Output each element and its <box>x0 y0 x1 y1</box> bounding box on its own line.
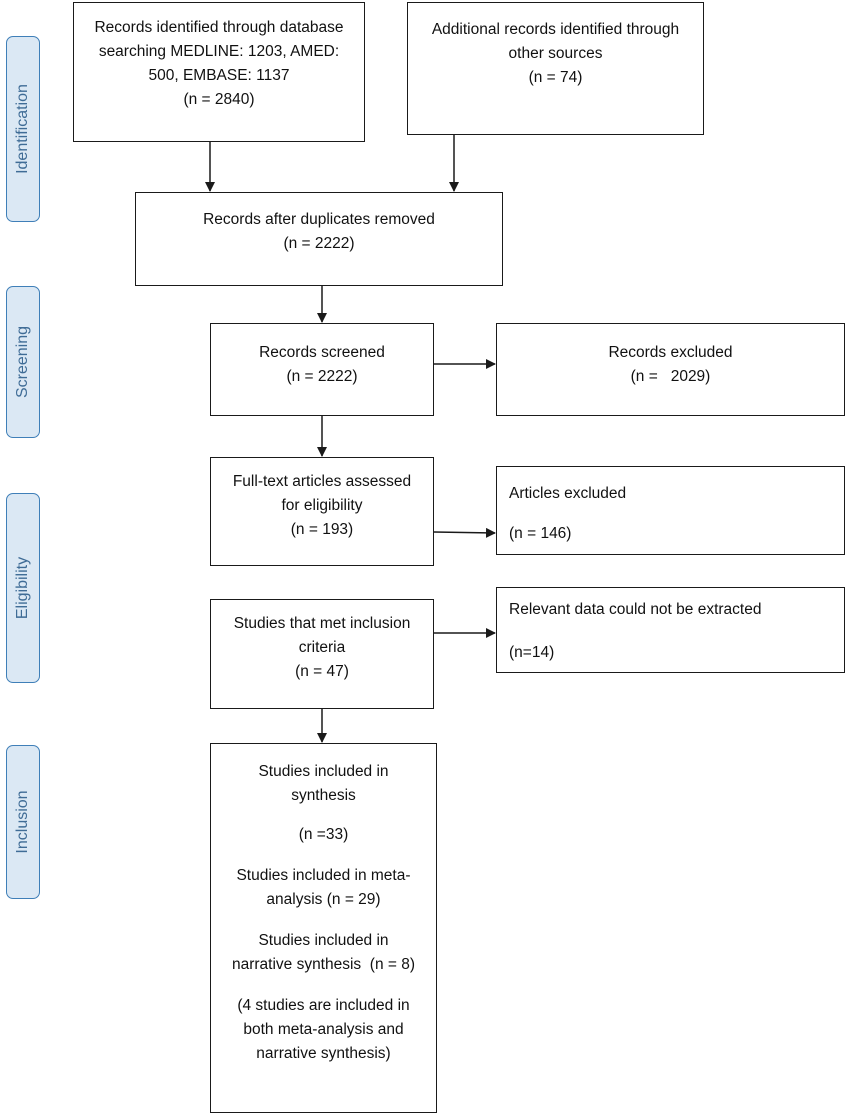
included-note-line3: narrative synthesis) <box>256 1045 391 1062</box>
records-excluded-label: Records excluded <box>608 344 733 361</box>
phase-identification: Identification <box>6 36 40 222</box>
additional-records-line1: Additional records identified through <box>431 21 680 38</box>
records-screened-label: Records screened <box>259 344 385 361</box>
met-criteria-box: Studies that met inclusion criteria (n =… <box>210 599 434 709</box>
included-synthesis-line1: Studies included in <box>258 763 389 780</box>
data-not-extracted-label: Relevant data could not be extracted <box>509 601 762 618</box>
duplicates-removed-count: (n = 2222) <box>283 235 355 252</box>
additional-records-box: Additional records identified through ot… <box>407 2 704 135</box>
database-records-line3: 500, EMBASE: 1137 <box>148 67 290 84</box>
database-records-count: (n = 2840) <box>183 91 255 108</box>
data-not-extracted-count: (n=14) <box>509 644 555 661</box>
met-criteria-line2: criteria <box>298 639 346 656</box>
phase-screening: Screening <box>6 286 40 438</box>
included-narrative-line1: Studies included in <box>258 932 389 949</box>
arrow-fulltext-to-articles-excluded <box>433 527 496 538</box>
phase-inclusion: Inclusion <box>6 745 40 899</box>
data-not-extracted-box: Relevant data could not be extracted (n=… <box>496 587 845 673</box>
included-note-line1: (4 studies are included in <box>237 997 410 1014</box>
records-screened-count: (n = 2222) <box>286 368 358 385</box>
met-criteria-line1: Studies that met inclusion <box>233 615 411 632</box>
included-box: Studies included in synthesis (n =33) St… <box>210 743 437 1113</box>
included-meta-line2: analysis (n = 29) <box>266 891 381 908</box>
records-excluded-box: Records excluded (n = 2029) <box>496 323 845 416</box>
database-records-box: Records identified through database sear… <box>73 2 365 142</box>
records-excluded-count: (n = 2029) <box>630 368 711 385</box>
records-screened-box: Records screened (n = 2222) <box>210 323 434 416</box>
included-meta-line1: Studies included in meta- <box>236 867 411 884</box>
articles-excluded-count: (n = 146) <box>509 525 572 542</box>
articles-excluded-box: Articles excluded (n = 146) <box>496 466 845 555</box>
included-note-line2: both meta-analysis and <box>243 1021 404 1038</box>
database-records-line1: Records identified through database <box>94 19 344 36</box>
fulltext-assessed-line1: Full-text articles assessed <box>232 473 412 490</box>
fulltext-assessed-box: Full-text articles assessed for eligibil… <box>210 457 434 566</box>
fulltext-assessed-count: (n = 193) <box>290 521 354 538</box>
additional-records-count: (n = 74) <box>528 69 583 86</box>
phase-eligibility: Eligibility <box>6 493 40 683</box>
included-synthesis-line2: synthesis <box>291 787 356 804</box>
additional-records-line2: other sources <box>508 45 603 62</box>
met-criteria-count: (n = 47) <box>295 663 349 680</box>
included-narrative-line2: narrative synthesis (n = 8) <box>231 956 416 973</box>
duplicates-removed-label: Records after duplicates removed <box>203 211 435 228</box>
duplicates-removed-box: Records after duplicates removed (n = 22… <box>135 192 503 286</box>
articles-excluded-label: Articles excluded <box>509 485 627 502</box>
database-records-line2: searching MEDLINE: 1203, AMED: <box>98 43 340 60</box>
fulltext-assessed-line2: for eligibility <box>281 497 363 514</box>
included-synthesis-count: (n =33) <box>298 826 349 843</box>
